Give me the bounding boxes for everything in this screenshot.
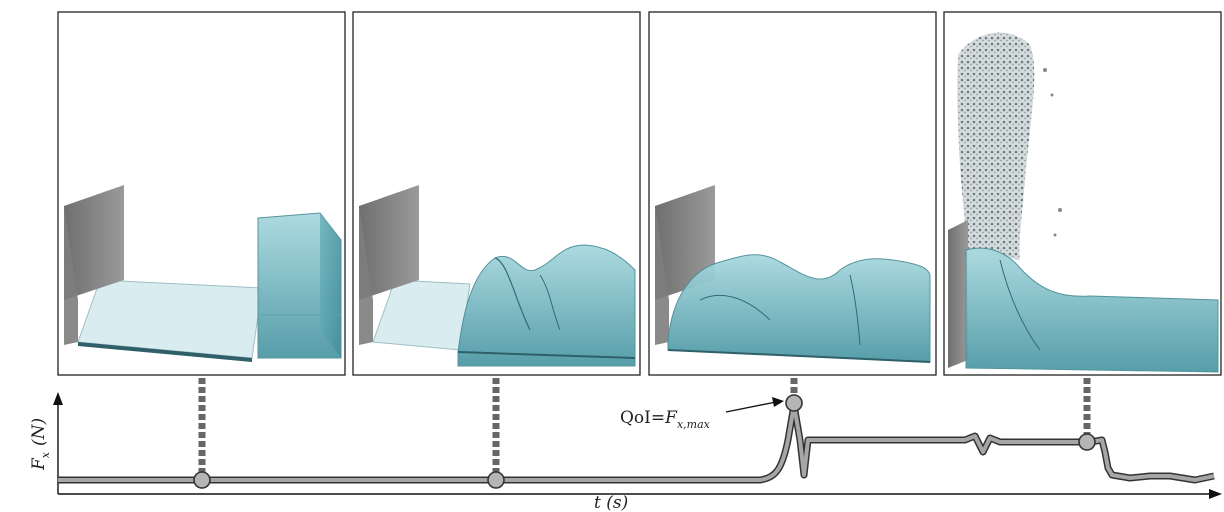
qoi-label: QoI=Fx,max [620, 408, 711, 431]
y-axis-arrow-icon [53, 392, 63, 405]
water-surge [667, 254, 931, 363]
frame-connectors [198, 378, 1091, 472]
qoi-arrow-head-icon [772, 397, 784, 407]
simulation-frame-3 [648, 11, 937, 376]
time-marker-1 [193, 471, 211, 489]
time-marker-qoi [785, 394, 803, 412]
simulation-frame-1 [57, 11, 346, 376]
water-wave [457, 244, 636, 367]
water-body [965, 247, 1219, 373]
simulation-frame-2 [352, 11, 641, 376]
qoi-arrow [725, 401, 777, 413]
x-axis-arrow-icon [1209, 489, 1222, 499]
simulation-frame-4 [943, 11, 1222, 376]
tank-wall [948, 220, 968, 368]
force-curve [58, 403, 1215, 482]
y-axis-label: Fx(N) [29, 418, 52, 471]
force-time-graph: QoI=Fx,max Fx(N) t (s) [29, 392, 1222, 512]
x-axis-label: t (s) [594, 493, 628, 512]
tank-wall [359, 185, 419, 300]
tank-wall [64, 185, 124, 300]
time-marker-4 [1078, 433, 1096, 451]
water-splash [957, 32, 1035, 260]
time-marker-2 [487, 471, 505, 489]
